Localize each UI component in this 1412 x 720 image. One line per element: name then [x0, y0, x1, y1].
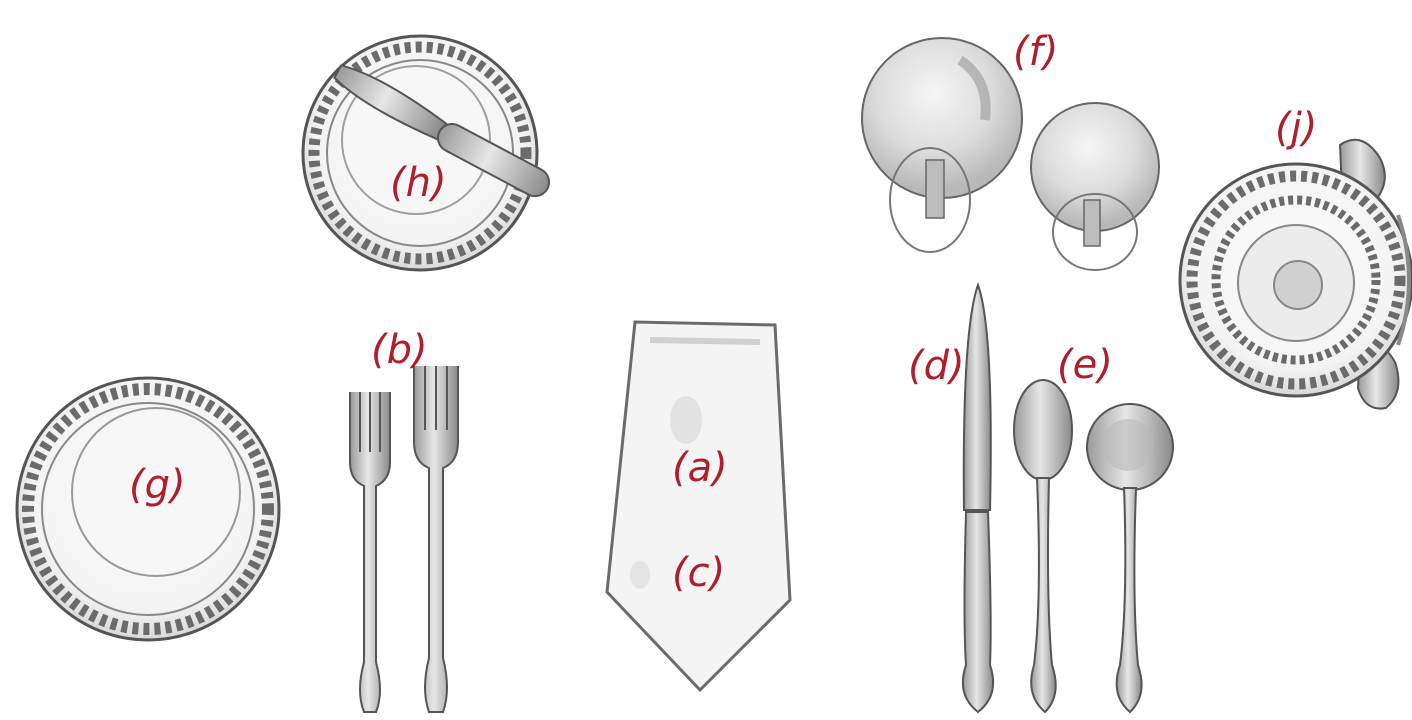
- wine-glass-icon: [862, 38, 1159, 270]
- label-g: (g): [129, 465, 186, 505]
- dinner-plate-icon: [17, 378, 279, 640]
- label-c: (c): [672, 553, 725, 593]
- label-j: (j): [1275, 108, 1317, 148]
- knife-icon: [963, 285, 993, 712]
- label-f: (f): [1013, 32, 1058, 72]
- label-a: (a): [672, 448, 728, 488]
- label-b: (b): [371, 330, 428, 370]
- cup-saucer-icon: [1180, 140, 1412, 409]
- label-h: (h): [390, 163, 447, 203]
- napkin-icon: [607, 322, 790, 690]
- bread-plate-knife-icon: [303, 36, 555, 270]
- spoon-icon: [1014, 380, 1173, 712]
- fork-icon: [350, 366, 458, 712]
- label-e: (e): [1057, 345, 1113, 385]
- label-d: (d): [908, 346, 965, 386]
